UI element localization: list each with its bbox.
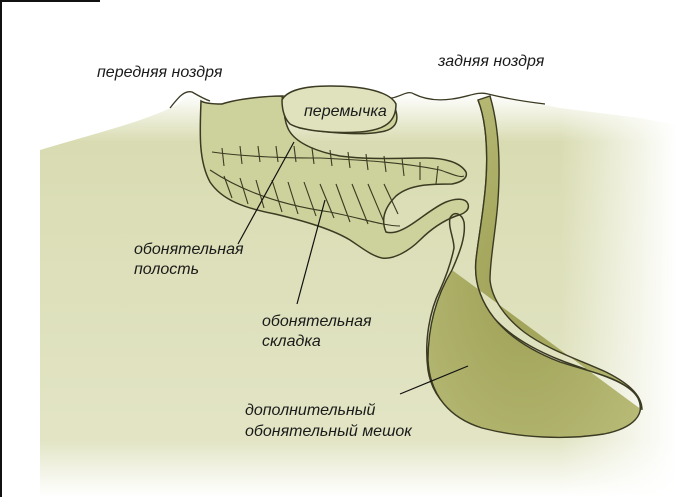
frame-border-left xyxy=(0,0,2,497)
label-posterior-nostril: задняя ноздря xyxy=(437,53,545,70)
label-accessory-sac-line1: дополнительный xyxy=(245,402,376,419)
label-olfactory-fold-line2: складка xyxy=(262,333,321,350)
frame-border-top xyxy=(0,0,100,2)
label-olfactory-cavity-line1: обонятельная xyxy=(134,241,244,258)
label-accessory-sac-line2: обонятельный мешок xyxy=(245,423,413,440)
label-olfactory-cavity-line2: полость xyxy=(134,261,199,278)
label-olfactory-fold-line1: обонятельная xyxy=(262,313,372,330)
label-septum: перемычка xyxy=(304,103,387,120)
label-anterior-nostril: передняя ноздря xyxy=(97,64,223,81)
